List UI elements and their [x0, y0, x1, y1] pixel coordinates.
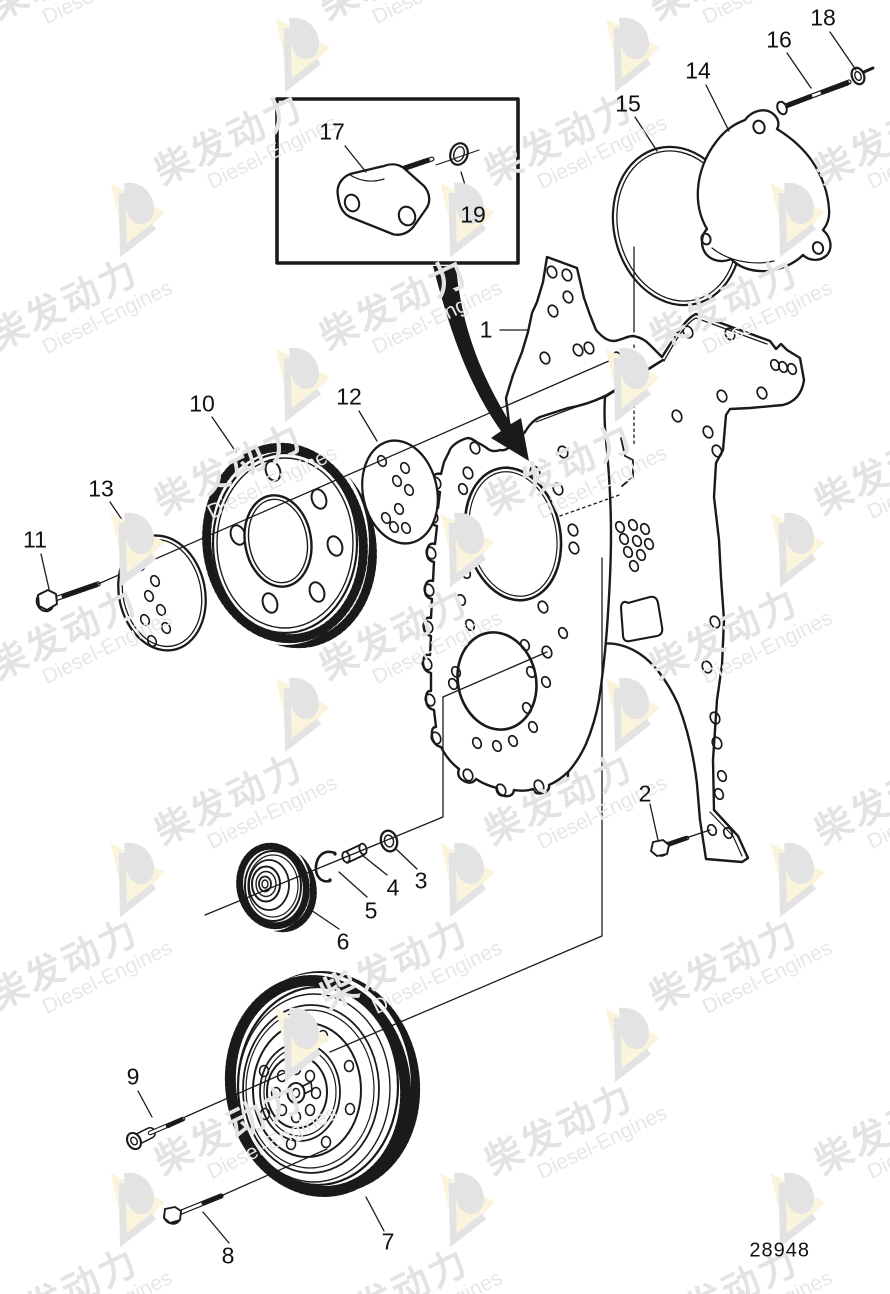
callout-5: 5: [364, 897, 378, 924]
callout-18: 18: [810, 4, 836, 31]
detail-arrow: [433, 266, 529, 461]
callout-6: 6: [336, 928, 350, 955]
callout-4: 4: [386, 874, 400, 901]
sleeve-4: [341, 842, 368, 864]
callout-10: 10: [189, 390, 215, 417]
camshaft-gear-10: [201, 441, 377, 649]
idler-gear-6: [236, 841, 317, 933]
drawing-number: 28948: [749, 1239, 810, 1262]
callout-11: 11: [23, 526, 47, 553]
callout-15: 15: [615, 90, 641, 117]
callout-14: 14: [685, 57, 711, 84]
callout-3: 3: [414, 867, 428, 894]
callout-9: 9: [126, 1063, 140, 1090]
callout-17: 17: [319, 118, 345, 145]
callout-1: 1: [479, 316, 493, 343]
callout-16: 16: [766, 26, 792, 53]
callout-8: 8: [221, 1242, 235, 1269]
plate-bolt-holes: [539, 265, 798, 840]
callout-19: 19: [460, 201, 486, 228]
thrust-plate-12: [361, 439, 439, 545]
bolt-9: [125, 1116, 186, 1151]
bolt-11: [35, 581, 101, 613]
bolt-2: [650, 835, 690, 857]
callout-13: 13: [88, 475, 114, 502]
callout-12: 12: [336, 383, 362, 410]
callout-2: 2: [638, 780, 652, 807]
bolt-16: [776, 79, 852, 116]
callout-7: 7: [381, 1228, 395, 1255]
sensor-bracket-17: [336, 156, 435, 236]
alignment-axis-lines: [97, 246, 711, 1196]
circlip-5: [314, 850, 337, 883]
callout-leader-lines: [40, 31, 857, 1244]
